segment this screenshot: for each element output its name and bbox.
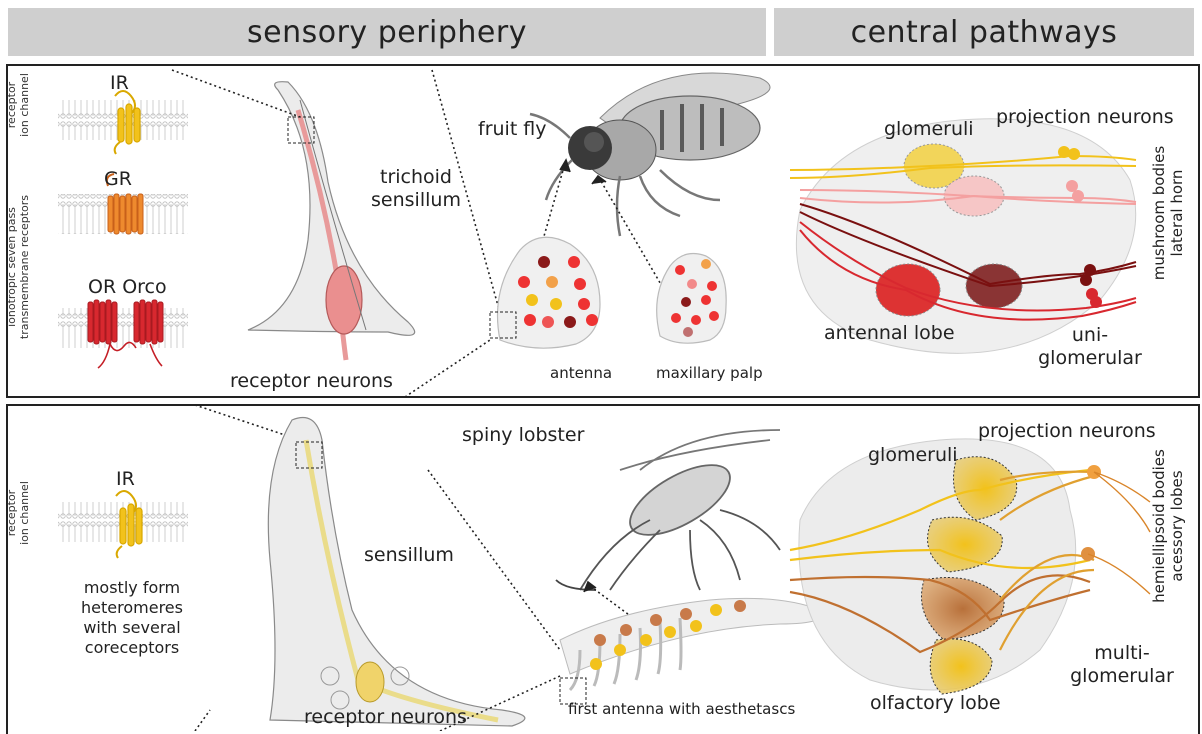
bottom-glomeruli-label: glomeruli [868, 444, 958, 467]
bottom-receptor-neurons-label: receptor neurons [304, 706, 467, 729]
fruit-fly-label: fruit fly [478, 118, 547, 141]
antennal-lobe-label: antennal lobe [824, 322, 955, 345]
bottom-sensillum-label: sensillum [364, 544, 454, 567]
projection-neuron-somata-bottom [1081, 465, 1150, 594]
membrane-or [58, 308, 188, 348]
or-orco-label: OR Orco [88, 276, 167, 299]
top-receptor-neurons-label: receptor neurons [230, 370, 393, 393]
top-projection-neurons-label: projection neurons [996, 106, 1174, 129]
aesthetasc-antenna [560, 598, 822, 704]
olfactory-lobe-label: olfactory lobe [870, 692, 1001, 715]
top-glomeruli-label: glomeruli [884, 118, 974, 141]
antenna-aesthetascs-label: first antenna with aesthetascs [568, 698, 795, 721]
palp-organ [657, 254, 727, 344]
gr-label: GR [104, 168, 132, 191]
ir-receptor-bottom-icon [116, 491, 142, 558]
spiny-lobster-illustration [556, 430, 780, 590]
antenna-organ [490, 237, 600, 348]
fruit-fly-illustration [530, 73, 770, 236]
bottom-ir-label: IR [116, 468, 135, 491]
uniglomerular-label: uni-glomerular [1030, 324, 1150, 370]
bottom-projection-neurons-label: projection neurons [978, 420, 1156, 443]
multiglomerular-label: multi-glomerular [1062, 642, 1182, 688]
lobster-sensillum-illustration [268, 418, 525, 727]
ir-label: IR [110, 72, 129, 95]
spiny-lobster-label: spiny lobster [462, 424, 584, 447]
trichoid-sensillum-illustration [248, 82, 415, 360]
antenna-label: antenna [550, 362, 612, 385]
maxillary-palp-label: maxillary palp [656, 362, 763, 385]
antennal-lobe-illustration [796, 119, 1135, 354]
